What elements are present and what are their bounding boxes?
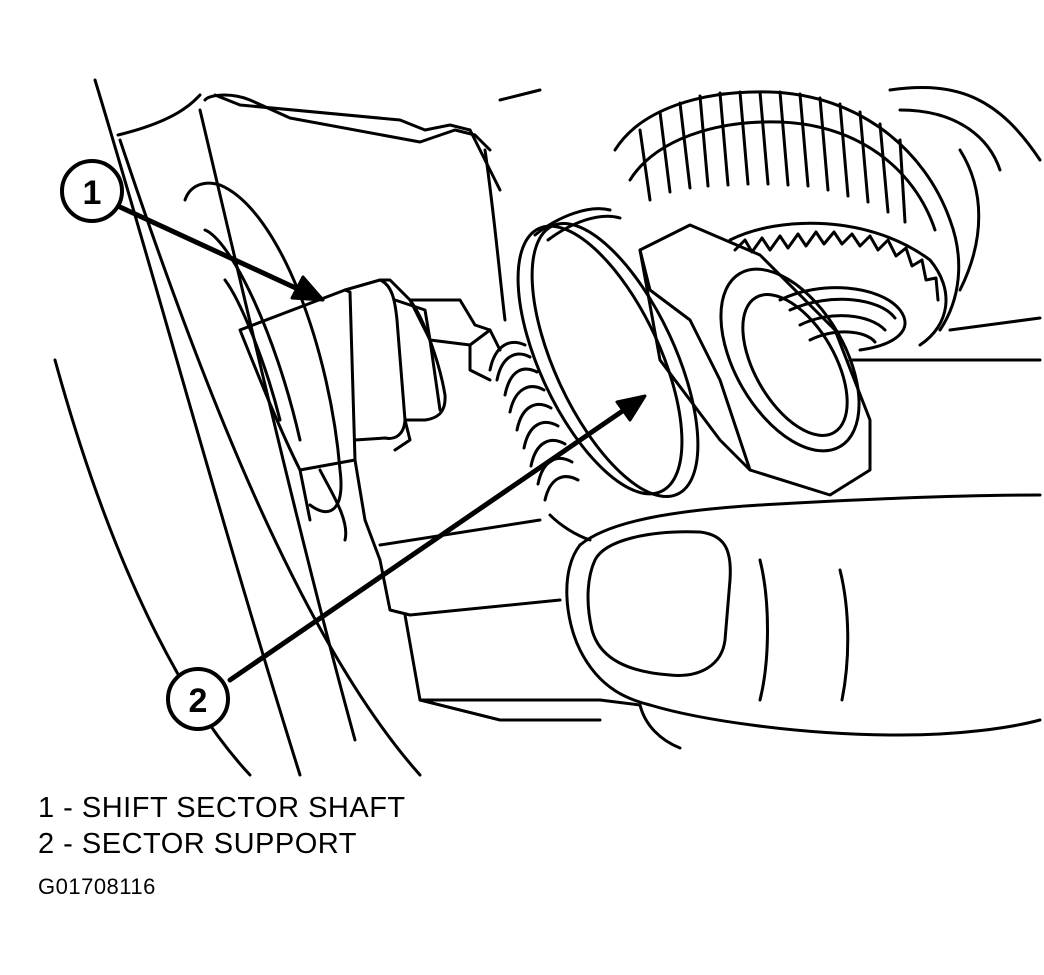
transmission-housing: [53, 78, 542, 777]
technician-thumb: [565, 493, 1042, 750]
sector-support: [488, 207, 700, 542]
figure-code: G01708116: [38, 874, 156, 899]
technical-illustration: 1 2: [53, 78, 1042, 777]
gear: [613, 86, 1042, 362]
leader-arrow-2: [227, 394, 647, 683]
legend: 1 - SHIFT SECTOR SHAFT 2 - SECTOR SUPPOR…: [38, 790, 406, 862]
shift-sector-shaft: [238, 278, 502, 562]
leader-arrow-1: [117, 204, 325, 302]
housing-bore: [183, 181, 348, 542]
legend-item-2: 2 - SECTOR SUPPORT: [38, 828, 357, 860]
lower-structure: [378, 518, 642, 722]
callout-number-1: 1: [83, 174, 102, 212]
callout-number-2: 2: [189, 682, 208, 720]
legend-item-1: 1 - SHIFT SECTOR SHAFT: [38, 792, 406, 824]
callout-circle-1: [60, 159, 124, 223]
callout-circle-2: [166, 667, 230, 731]
